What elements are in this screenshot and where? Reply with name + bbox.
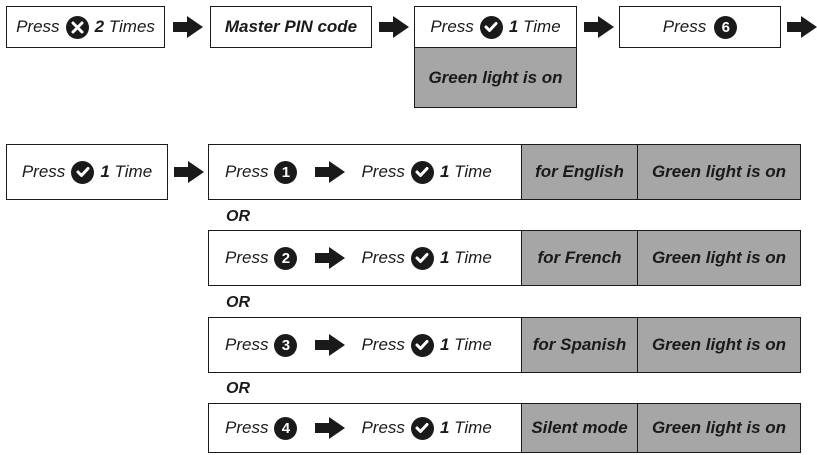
green-light-label: Green light is on [428,67,563,87]
press-unit: Time [454,248,492,267]
key-6-icon: 6 [714,15,738,39]
check-icon [410,416,434,440]
press-count: 1 [508,17,519,36]
check-icon [410,333,434,357]
press-label: Press [361,335,405,354]
green-light-label: Green light is on [637,318,800,372]
step-press-check-once: Press 1 Time [414,6,577,48]
press-label: Press [21,162,66,181]
check-icon [71,160,95,184]
flow-arrow-icon [584,16,614,38]
press-unit: Time [523,17,561,36]
flow-arrow-icon [315,247,346,269]
press-label: Press [361,248,405,267]
key-4-icon: 4 [274,416,298,440]
language-option-french: Press 2 Press 1 Time for French Green li… [208,230,801,286]
press-unit: Times [108,17,155,36]
flow-arrow-icon [315,417,346,439]
press-count: 1 [439,335,450,354]
green-light-status: Green light is on [414,48,577,108]
check-icon [410,246,434,270]
cancel-icon [65,15,89,39]
language-label: for English [521,145,637,199]
key-sequence: Press 2 Press 1 Time [209,231,521,285]
press-label: Press [225,162,269,181]
key-2-icon: 2 [274,246,298,270]
press-unit: Time [454,418,492,437]
flow-arrow-icon [173,16,203,38]
language-label: Silent mode [521,404,637,452]
flow-arrow-icon [174,161,204,183]
green-light-label: Green light is on [637,145,800,199]
step-press-cancel-twice: Press 2 Times [6,6,165,48]
key-3-icon: 3 [274,333,298,357]
or-label: OR [226,208,250,225]
press-label: Press [225,248,269,267]
master-pin-label: Master PIN code [224,17,358,36]
step-press-six: Press 6 [619,6,781,48]
press-count: 2 [94,17,105,36]
press-unit: Time [114,162,153,181]
green-light-label: Green light is on [637,404,800,452]
press-label: Press [430,17,474,36]
language-label: for Spanish [521,318,637,372]
press-count: 1 [439,418,450,437]
step-press-check-once-start: Press 1 Time [6,144,168,200]
language-label: for French [521,231,637,285]
press-label: Press [225,418,269,437]
step-master-pin-code: Master PIN code [210,6,372,48]
green-light-label: Green light is on [637,231,800,285]
check-icon [479,15,503,39]
press-unit: Time [454,335,492,354]
press-count: 1 [100,162,110,181]
flow-arrow-icon [379,16,409,38]
press-label: Press [662,17,707,36]
press-label: Press [225,335,269,354]
check-icon [410,160,434,184]
press-label: Press [361,418,405,437]
flow-arrow-icon [787,16,817,38]
or-label: OR [226,380,250,397]
key-1-icon: 1 [274,160,298,184]
press-unit: Time [454,162,492,181]
language-option-english: Press 1 Press 1 Time for English Green l… [208,144,801,200]
press-label: Press [361,162,405,181]
key-sequence: Press 3 Press 1 Time [209,318,521,372]
press-count: 1 [439,248,450,267]
key-sequence: Press 4 Press 1 Time [209,404,521,452]
press-label: Press [16,17,60,36]
key-sequence: Press 1 Press 1 Time [209,145,521,199]
flow-arrow-icon [315,334,346,356]
flow-arrow-icon [315,161,346,183]
or-label: OR [226,294,250,311]
press-count: 1 [439,162,450,181]
language-option-spanish: Press 3 Press 1 Time for Spanish Green l… [208,317,801,373]
language-option-silent: Press 4 Press 1 Time Silent mode Green l… [208,403,801,453]
